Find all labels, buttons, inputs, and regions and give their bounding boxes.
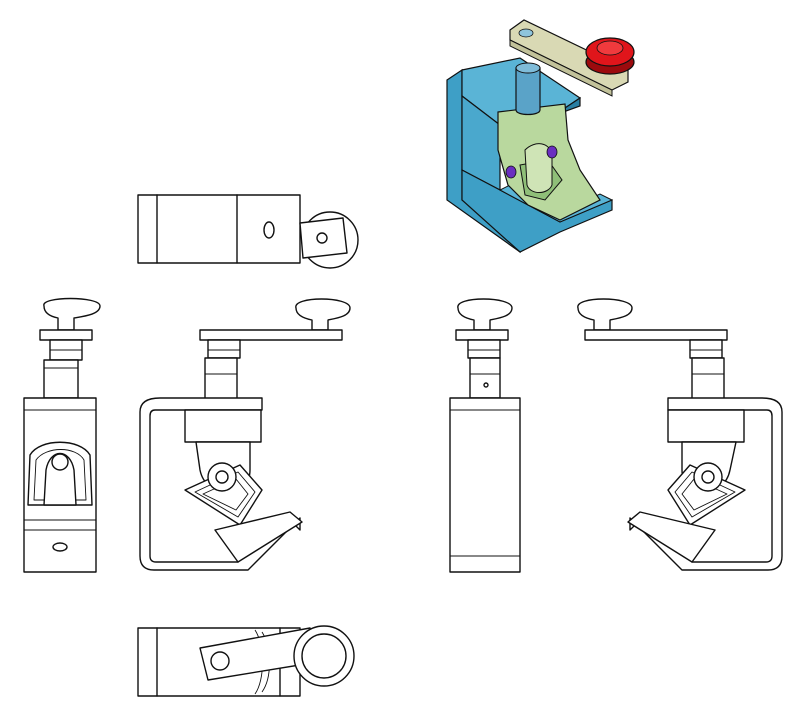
left-joint-link: [43, 453, 77, 506]
iso-arm-side: [509, 39, 613, 97]
rear-bottom-plate: [627, 511, 716, 563]
iso-screw-shaft: [515, 67, 541, 116]
top-view-arm-end: [299, 217, 348, 259]
rear-view: [577, 298, 783, 571]
iso-joint-link: [524, 143, 553, 193]
left-side-view: [23, 297, 101, 573]
rear-block: [667, 409, 745, 443]
isometric-view: [446, 19, 635, 254]
iso-arm-hole: [518, 28, 534, 38]
left-shaft: [43, 359, 79, 399]
right-knob: [457, 298, 513, 331]
top-view-arm-hole: [316, 232, 328, 244]
bottom-view-knob-inner: [301, 633, 347, 679]
left-joint-inner: [33, 449, 87, 501]
front-knob: [295, 298, 351, 331]
right-body: [449, 397, 521, 573]
iso-knob-dome: [596, 40, 624, 56]
front-shaft: [204, 357, 238, 401]
right-shaft: [469, 357, 501, 399]
bottom-view-knob-outer: [293, 625, 355, 687]
right-arm: [455, 329, 509, 341]
front-bottom-plate: [214, 511, 303, 563]
rear-joint-pin: [701, 470, 715, 484]
front-arm: [199, 329, 343, 341]
rear-joint-pin-outer: [693, 462, 723, 492]
front-block: [184, 409, 262, 443]
right-shaft-hole: [483, 382, 489, 388]
iso-pin-right: [546, 145, 558, 159]
front-collar: [207, 339, 241, 359]
front-view: [139, 298, 351, 571]
left-joint-pin: [51, 453, 69, 471]
right-side-view: [449, 298, 521, 573]
top-view: [137, 194, 359, 269]
top-view-hole: [263, 221, 275, 239]
front-joint-pin-outer: [207, 462, 237, 492]
rear-arm: [584, 329, 728, 341]
right-collar: [467, 339, 501, 359]
bottom-view: [137, 625, 355, 697]
front-joint-pin: [215, 470, 229, 484]
left-body-hole: [52, 542, 68, 552]
iso-pin-left: [505, 165, 517, 179]
rear-knob: [577, 298, 633, 331]
iso-screw-top: [515, 62, 541, 74]
bottom-view-arm-hole: [210, 651, 230, 671]
left-arm: [39, 329, 93, 341]
rear-shaft: [691, 357, 725, 401]
top-view-frame: [137, 194, 301, 264]
rear-collar: [689, 339, 723, 359]
left-knob: [43, 297, 101, 331]
